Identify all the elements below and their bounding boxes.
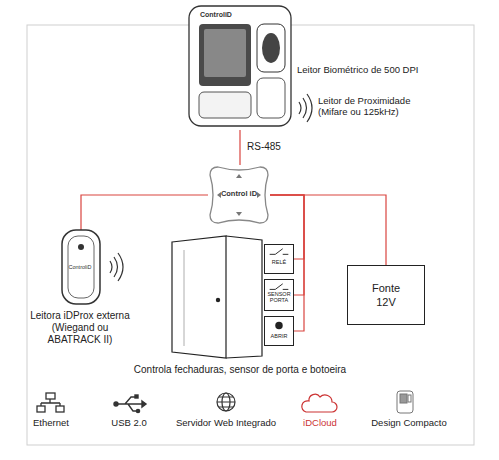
ethernet-icon xyxy=(37,393,64,412)
feature-label: USB 2.0 xyxy=(104,417,154,428)
biometric-reader: ControliD xyxy=(185,2,295,130)
node-text: ControliD xyxy=(200,11,295,18)
door-sensor-box: SENSOR PORTA xyxy=(264,279,294,311)
open-button-box: ABRIR xyxy=(264,316,294,346)
node-text: ControliD xyxy=(28,264,132,270)
wire-connector xyxy=(81,195,208,230)
part-label: Leitor Biométrico de 500 DPI xyxy=(297,64,467,75)
node-text: Fonte 12V xyxy=(365,281,407,310)
controller-module: Control iD xyxy=(208,165,270,225)
button-drawing xyxy=(265,317,293,345)
wave-symbol xyxy=(110,253,123,281)
compact-device-icon xyxy=(397,391,413,413)
reader-drawing xyxy=(185,2,295,130)
feature-label: Servidor Web Integrado xyxy=(170,417,282,428)
node-text: Control iD xyxy=(208,189,270,198)
bus-label: RS-485 xyxy=(246,141,282,153)
door-drawing xyxy=(172,236,262,358)
node-text: ABRIR xyxy=(266,333,292,339)
feature-label: Design Compacto xyxy=(360,417,458,428)
part-label: Leitor de Proximidade (Mifare ou 125kHz) xyxy=(318,95,438,118)
power-supply-box: Fonte 12V xyxy=(347,265,425,325)
node-text: RELÉ xyxy=(266,259,292,265)
node-caption: Leitora iDProx externa (Wiegand ou ABATR… xyxy=(28,310,132,346)
wire-connector xyxy=(239,130,240,165)
usb-icon xyxy=(114,395,146,413)
note-text: Controla fechaduras, sensor de porta e b… xyxy=(100,364,380,376)
relay-box: RELÉ xyxy=(264,244,294,274)
feature-label: iDCloud xyxy=(295,417,345,428)
external-reader: ControliD Leitora iDProx externa (Wiegand… xyxy=(28,228,132,349)
wave-symbol xyxy=(299,94,312,122)
node-text: SENSOR PORTA xyxy=(266,292,292,304)
globe-icon xyxy=(217,393,235,411)
feature-label: Ethernet xyxy=(28,417,74,428)
cloud-icon xyxy=(302,394,337,412)
